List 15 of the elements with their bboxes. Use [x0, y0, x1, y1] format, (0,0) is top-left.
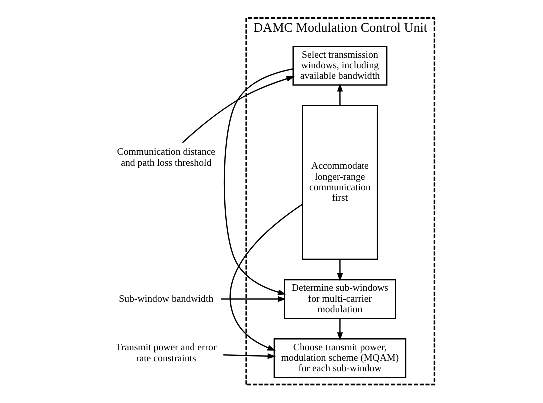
- arrow: [220, 296, 286, 302]
- node-text: Sub-window bandwidth: [118, 294, 214, 305]
- node-box: Accommodate longer-range communication first: [302, 105, 378, 260]
- arrow: [223, 354, 276, 360]
- arrow: [336, 260, 343, 282]
- arrow: [223, 68, 293, 296]
- arrow: [229, 204, 302, 351]
- node-text: Communication distance and path loss threshold: [116, 147, 216, 169]
- arrow: [336, 84, 343, 106]
- node-text: Transmit power and error rate constraints: [116, 342, 216, 364]
- node-box: Select transmission windows, including available bandwidth: [292, 46, 388, 86]
- arrow: [336, 318, 343, 341]
- arrow: [182, 76, 294, 144]
- node-box: Determine sub-windows for multi-carrier modulation: [284, 279, 396, 320]
- node-box: Choose transmit power, modulation scheme (MQAM) for each sub-window: [273, 338, 406, 378]
